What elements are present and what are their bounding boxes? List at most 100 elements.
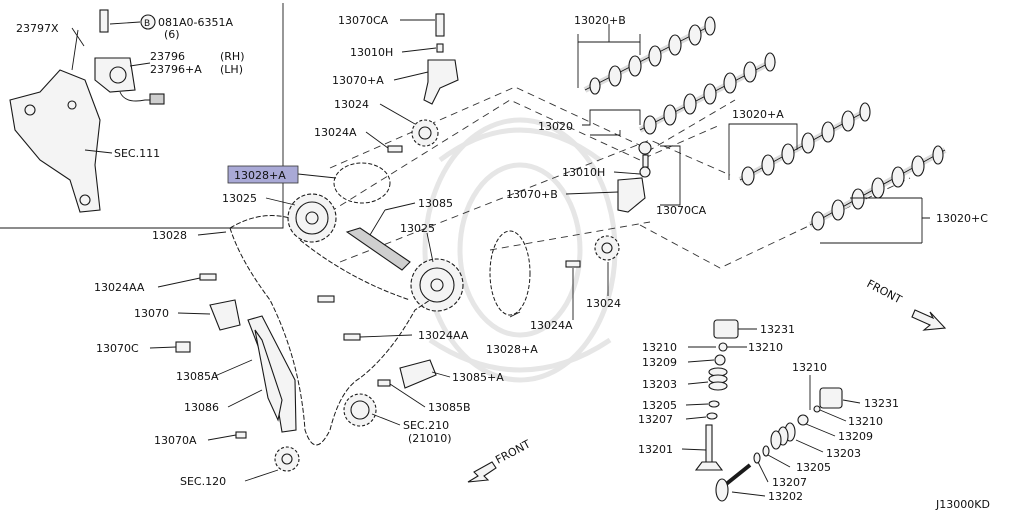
label-13010h-top: 13010H <box>350 46 393 59</box>
label-23796-rh: (RH) <box>220 50 245 63</box>
vtc-solenoid-13070a <box>423 59 459 105</box>
label-front-right: FRONT <box>865 277 905 306</box>
label-13231-a: 13231 <box>760 323 795 336</box>
sprocket-13024-top <box>411 119 439 147</box>
label-sec210: SEC.210 <box>403 419 449 432</box>
label-081a0-6351a: 081A0-6351A <box>158 16 233 29</box>
label-13070a-top: 13070+A <box>332 74 384 87</box>
label-13028a-highlighted: 13028+A <box>234 169 286 182</box>
vtc-solenoid-13070b <box>617 177 646 213</box>
callout-labels: 23797X B 081A0-6351A (6) 23796 (RH) 2379… <box>16 14 990 511</box>
bolt-13070a-low <box>235 431 247 439</box>
label-13202: 13202 <box>768 490 803 503</box>
bolt-13070c <box>175 341 191 353</box>
b-circle-marker <box>140 14 156 30</box>
label-13070b: 13070+B <box>506 188 558 201</box>
label-13085b: 13085B <box>428 401 471 414</box>
bolt-13024aa-mid <box>343 333 361 341</box>
sprocket-13024-right <box>594 235 620 261</box>
label-13025-mid: 13025 <box>400 222 435 235</box>
label-13070a-low: 13070A <box>154 434 197 447</box>
chain-13028a-right <box>489 230 531 316</box>
label-13210-b2: 13210 <box>848 415 883 428</box>
label-13010h-mid: 13010H <box>562 166 605 179</box>
front-arrow-bottom <box>467 461 497 483</box>
label-13207-b: 13207 <box>772 476 807 489</box>
label-13020a: 13020+A <box>732 108 784 121</box>
crank-sprocket <box>274 446 300 472</box>
label-13024-top: 13024 <box>334 98 369 111</box>
label-13028: 13028 <box>152 229 187 242</box>
oil-pump-sprocket <box>343 393 377 427</box>
guide-13085 <box>345 227 411 271</box>
label-13070ca-mid: 13070CA <box>656 204 707 217</box>
guide-13085-plus-a <box>399 359 437 389</box>
bolt-13070ca-top <box>435 13 445 37</box>
sprocket-13025-left <box>287 193 337 243</box>
label-b-prefix: B <box>144 19 150 29</box>
label-13024aa-left: 13024AA <box>94 281 145 294</box>
label-13085-plus-a: 13085+A <box>452 371 504 384</box>
label-13085a: 13085A <box>176 370 219 383</box>
label-23797x: 23797X <box>16 22 59 35</box>
camshaft-13020b <box>583 16 716 95</box>
bolt-13024a-top <box>387 145 403 153</box>
label-13209-a: 13209 <box>642 356 677 369</box>
label-sec111: SEC.111 <box>114 147 160 160</box>
camshaft-13020 <box>638 52 777 135</box>
label-13025-left: 13025 <box>222 192 257 205</box>
bolt-13024aa-upper <box>317 295 335 303</box>
label-23796a-lh: (LH) <box>220 63 243 76</box>
label-13024-right: 13024 <box>586 297 621 310</box>
label-13210-a1: 13210 <box>642 341 677 354</box>
tension-arm-13086 <box>254 329 283 422</box>
label-13020c: 13020+C <box>936 212 988 225</box>
label-13205-b: 13205 <box>796 461 831 474</box>
label-23796: 23796 <box>150 50 185 63</box>
front-arrow-right <box>911 309 947 331</box>
label-13209-b: 13209 <box>838 430 873 443</box>
leader-lines <box>71 19 930 497</box>
bolt-081a0 <box>99 9 109 33</box>
highlight-13028a <box>227 165 299 184</box>
bolt-13085b <box>377 379 391 387</box>
top-small-parts <box>423 13 652 213</box>
label-figure-id: J13000KD <box>935 498 990 511</box>
label-13024a-right: 13024A <box>530 319 573 332</box>
label-13210-a2: 13210 <box>748 341 783 354</box>
label-23796a: 23796+A <box>150 63 202 76</box>
label-081a0-qty: (6) <box>164 28 180 41</box>
label-13085: 13085 <box>418 197 453 210</box>
bolt-13070ca-mid <box>638 141 652 155</box>
label-13205-a: 13205 <box>642 399 677 412</box>
label-sec210-sub: (21010) <box>408 432 452 445</box>
cylinder-head-outline <box>329 86 911 269</box>
bolt-13024a-right <box>565 260 581 268</box>
camshaft-13020a <box>738 102 871 186</box>
label-13028a-right: 13028+A <box>486 343 538 356</box>
camshaft-13020c <box>808 145 947 231</box>
bolt-13024aa-left <box>199 273 217 281</box>
label-13086: 13086 <box>184 401 219 414</box>
label-13210-b1: 13210 <box>792 361 827 374</box>
valve-assembly-a <box>694 319 739 471</box>
label-13024a-top: 13024A <box>314 126 357 139</box>
label-13201: 13201 <box>638 443 673 456</box>
chain-13028-main <box>229 215 431 446</box>
inset-frame <box>0 3 284 229</box>
label-13020: 13020 <box>538 120 573 133</box>
label-13070c: 13070C <box>96 342 139 355</box>
label-13070ca-top: 13070CA <box>338 14 389 27</box>
label-front-bottom: FRONT <box>493 437 533 466</box>
label-13070: 13070 <box>134 307 169 320</box>
chain-13028a-left <box>333 162 391 204</box>
label-13203-a: 13203 <box>642 378 677 391</box>
label-13024aa-mid: 13024AA <box>418 329 469 342</box>
sprocket-13025-mid <box>410 258 464 312</box>
label-13203-b: 13203 <box>826 447 861 460</box>
label-13020b: 13020+B <box>574 14 626 27</box>
inset-parts <box>9 9 165 213</box>
valve-assembly-b <box>715 387 843 502</box>
tensioner-13070 <box>209 299 241 331</box>
